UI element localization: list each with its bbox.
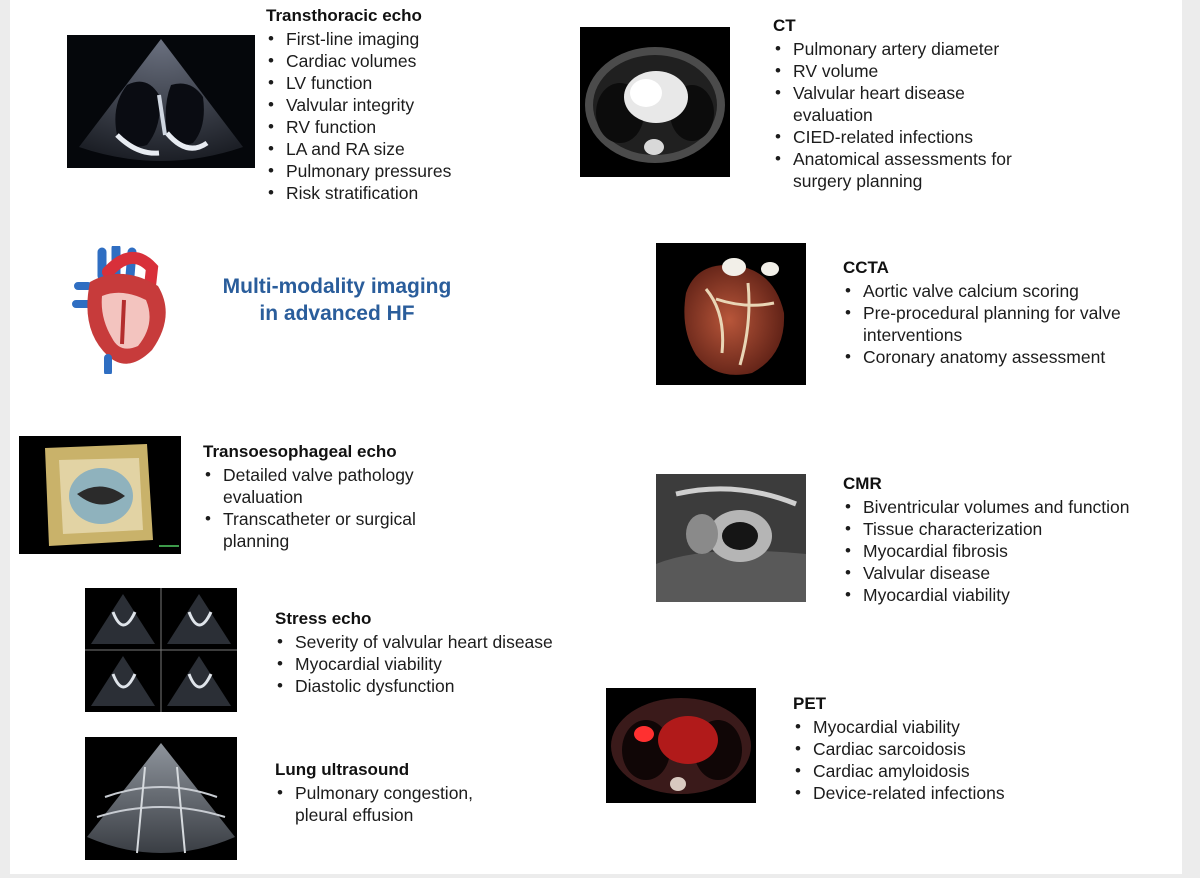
tte-list: First-line imaging Cardiac volumes LV fu… — [266, 28, 451, 204]
center-title-line1: Multi-modality imaging — [222, 275, 452, 298]
list-item: First-line imaging — [268, 28, 451, 50]
center-title-line2: in advanced HF — [259, 302, 415, 325]
stress-list: Severity of valvular heart disease Myoca… — [275, 631, 615, 697]
cmr-list: Biventricular volumes and function Tissu… — [843, 496, 1193, 606]
tte-title: Transthoracic echo — [266, 6, 422, 25]
list-item: RV function — [268, 116, 451, 138]
lus-title: Lung ultrasound — [275, 760, 410, 779]
list-item: LA and RA size — [268, 138, 451, 160]
cmr-title: CMR — [843, 474, 882, 493]
list-item: Valvular heart disease evaluation — [775, 82, 993, 126]
tee-block: Transoesophageal echo Detailed valve pat… — [203, 442, 463, 552]
tee-title: Transoesophageal echo — [203, 442, 397, 461]
list-item: Cardiac volumes — [268, 50, 451, 72]
list-item: Cardiac sarcoidosis — [795, 738, 1083, 760]
tee-list: Detailed valve pathology evaluation Tran… — [203, 464, 463, 552]
center-title: Multi-modality imaging in advanced HF — [192, 273, 482, 327]
stress-echo-image — [85, 588, 237, 712]
pet-title: PET — [793, 694, 827, 713]
tte-block: Transthoracic echo First-line imaging Ca… — [266, 6, 451, 204]
list-item: Pre-procedural planning for valve interv… — [845, 302, 1123, 346]
cmr-block: CMR Biventricular volumes and function T… — [843, 474, 1193, 606]
ccta-image — [656, 243, 806, 385]
lus-block: Lung ultrasound Pulmonary congestion, pl… — [275, 760, 525, 826]
list-item: Coronary anatomy assessment — [845, 346, 1183, 368]
ct-block: CT Pulmonary artery diameter RV volume V… — [773, 16, 1063, 192]
list-item: Severity of valvular heart disease — [277, 631, 615, 653]
list-item: Anatomical assessments for surgery plann… — [775, 148, 1053, 192]
list-item: Myocardial viability — [277, 653, 615, 675]
transoesophageal-echo-image — [19, 436, 181, 554]
list-item: CIED-related infections — [775, 126, 1063, 148]
ccta-title: CCTA — [843, 258, 889, 277]
list-item: Pulmonary artery diameter — [775, 38, 1063, 60]
pet-image — [606, 688, 756, 803]
lus-list: Pulmonary congestion, pleural effusion — [275, 782, 525, 826]
list-item: Valvular integrity — [268, 94, 451, 116]
list-item: Transcatheter or surgical planning — [205, 508, 463, 552]
pet-block: PET Myocardial viability Cardiac sarcoid… — [793, 694, 1083, 804]
pet-list: Myocardial viability Cardiac sarcoidosis… — [793, 716, 1083, 804]
stress-title: Stress echo — [275, 609, 372, 628]
list-item: Myocardial viability — [845, 584, 1193, 606]
list-item: Pulmonary congestion, pleural effusion — [277, 782, 525, 826]
list-item: Myocardial viability — [795, 716, 1083, 738]
cmr-image — [656, 474, 806, 602]
ct-list: Pulmonary artery diameter RV volume Valv… — [773, 38, 1063, 192]
list-item: Detailed valve pathology evaluation — [205, 464, 463, 508]
list-item: Valvular disease — [845, 562, 1193, 584]
ccta-list: Aortic valve calcium scoring Pre-procedu… — [843, 280, 1183, 368]
list-item: Cardiac amyloidosis — [795, 760, 1083, 782]
list-item: RV volume — [775, 60, 1063, 82]
ct-image — [580, 27, 730, 177]
ccta-block: CCTA Aortic valve calcium scoring Pre-pr… — [843, 258, 1183, 368]
list-item: Aortic valve calcium scoring — [845, 280, 1183, 302]
list-item: LV function — [268, 72, 451, 94]
list-item: Tissue characterization — [845, 518, 1193, 540]
list-item: Myocardial fibrosis — [845, 540, 1193, 562]
stress-block: Stress echo Severity of valvular heart d… — [275, 609, 615, 697]
list-item: Diastolic dysfunction — [277, 675, 615, 697]
heart-anatomy-icon — [72, 246, 176, 374]
list-item: Biventricular volumes and function — [845, 496, 1193, 518]
list-item: Risk stratification — [268, 182, 451, 204]
list-item: Device-related infections — [795, 782, 1083, 804]
transthoracic-echo-image — [67, 35, 255, 168]
ct-title: CT — [773, 16, 796, 35]
figure-panel: Transthoracic echo First-line imaging Ca… — [10, 0, 1182, 874]
list-item: Pulmonary pressures — [268, 160, 451, 182]
lung-ultrasound-image — [85, 737, 237, 860]
